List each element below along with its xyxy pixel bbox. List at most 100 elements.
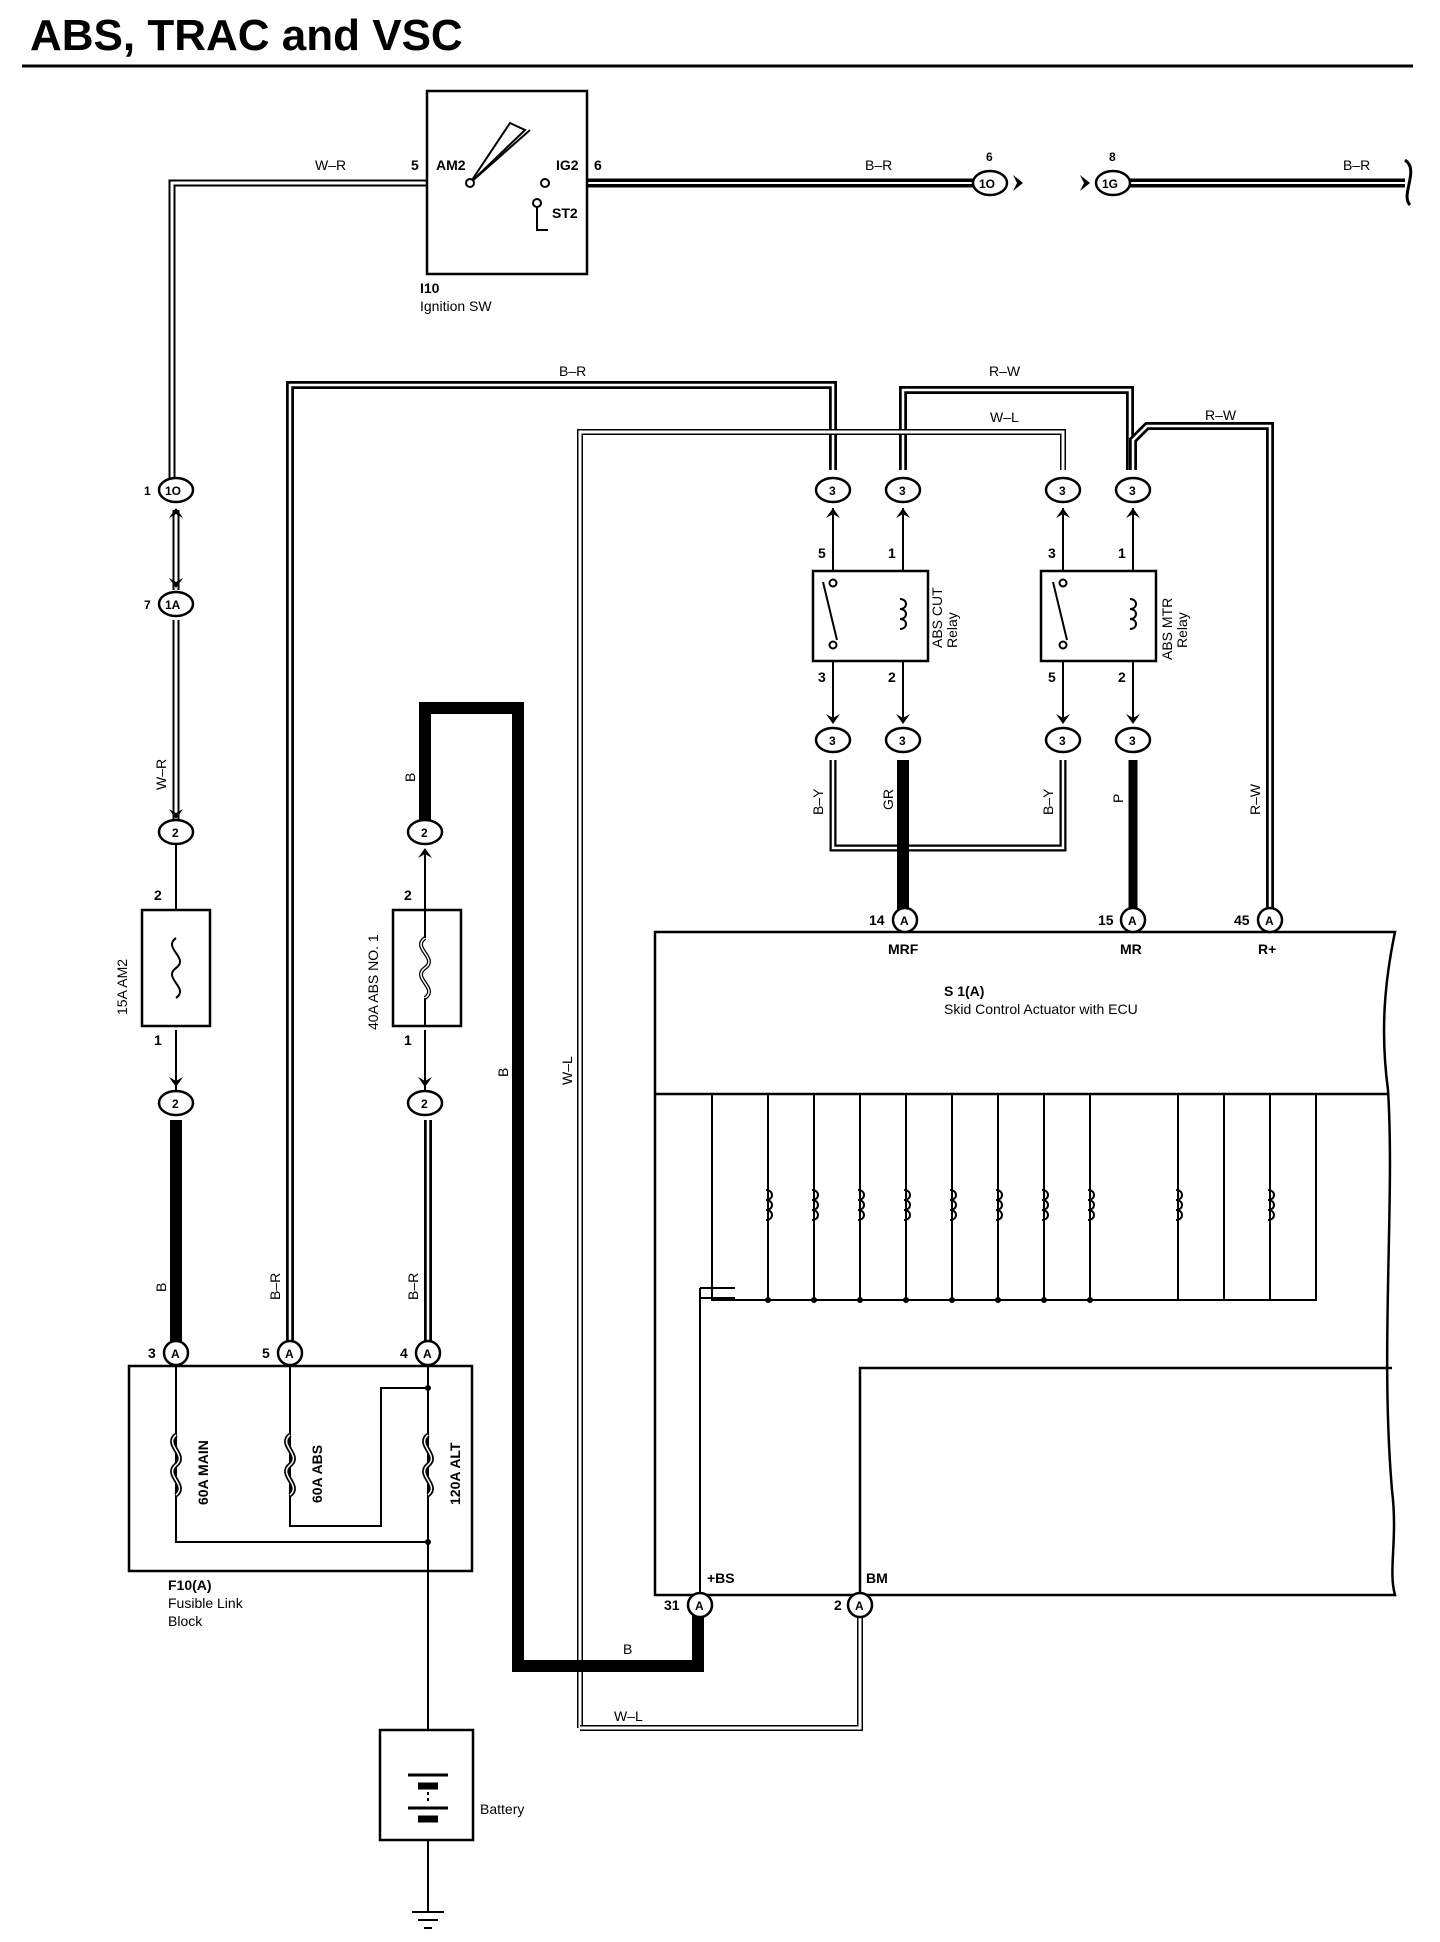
wire-label-br-top: B–R <box>865 157 892 173</box>
solenoid-bank <box>699 1094 1317 1595</box>
svg-text:2: 2 <box>172 826 179 840</box>
ignition-name: Ignition SW <box>420 298 492 314</box>
actuator-name: Skid Control Actuator with ECU <box>944 1001 1138 1017</box>
svg-text:3: 3 <box>1048 545 1056 561</box>
svg-text:2: 2 <box>834 1597 842 1613</box>
svg-text:2: 2 <box>1118 669 1126 685</box>
connector-1O-left: 1O 1 <box>144 476 195 518</box>
abs-cut-relay-name: ABS CUT <box>929 587 945 648</box>
svg-text:3: 3 <box>899 734 906 748</box>
ignition-pin-ig2: IG2 <box>556 157 579 173</box>
svg-text:A: A <box>285 1347 294 1361</box>
wire-label-b-bottom-left: B <box>153 1283 169 1292</box>
svg-text:1: 1 <box>144 484 151 498</box>
svg-text:1O: 1O <box>165 484 181 498</box>
svg-text:7: 7 <box>144 598 151 612</box>
svg-text:1: 1 <box>154 1032 162 1048</box>
wire-label-br-bottom-2: B–R <box>405 1273 421 1300</box>
svg-text:A: A <box>695 1599 704 1613</box>
abs-mtr-relay: 3 1 5 2 ABS MTR Relay <box>1039 545 1190 685</box>
svg-text:4: 4 <box>400 1345 408 1361</box>
svg-text:1: 1 <box>1118 545 1126 561</box>
svg-text:1G: 1G <box>1102 177 1118 191</box>
svg-text:15: 15 <box>1098 912 1114 928</box>
svg-text:2: 2 <box>172 1097 179 1111</box>
wire-label-wr-left: W–R <box>153 759 169 790</box>
wire-label-by-1: B–Y <box>810 788 826 815</box>
abs-cut-relay-sub: Relay <box>944 612 960 648</box>
wire-label-br-bottom-1: B–R <box>267 1273 283 1300</box>
svg-text:A: A <box>900 914 909 928</box>
svg-text:45: 45 <box>1234 912 1250 928</box>
svg-text:1: 1 <box>404 1032 412 1048</box>
svg-text:1A: 1A <box>165 598 181 612</box>
fuse-120a-alt: 120A ALT <box>447 1442 463 1505</box>
wire-label-rw-vert: R–W <box>1247 783 1263 815</box>
wire-label-wl-bottom: W–L <box>614 1708 643 1724</box>
fuse-60a-abs: 60A ABS <box>309 1445 325 1503</box>
fuse-am2: 2 2 1 15A AM2 2 <box>114 809 212 1117</box>
page-title: ABS, TRAC and VSC <box>30 11 463 60</box>
svg-text:2: 2 <box>421 1097 428 1111</box>
wire-label-wl-long: W–L <box>559 1056 575 1085</box>
wire-label-b-mid: B <box>402 773 418 782</box>
svg-text:1O: 1O <box>979 177 995 191</box>
svg-text:2: 2 <box>888 669 896 685</box>
svg-text:A: A <box>1265 914 1274 928</box>
svg-text:3: 3 <box>1129 734 1136 748</box>
abs-mtr-relay-name: ABS MTR <box>1159 598 1175 660</box>
wiring <box>168 158 1413 1912</box>
svg-text:3: 3 <box>1129 484 1136 498</box>
svg-text:A: A <box>171 1347 180 1361</box>
ignition-pin-st2: ST2 <box>552 205 578 221</box>
svg-text:2: 2 <box>154 887 162 903</box>
svg-text:8: 8 <box>1109 150 1116 164</box>
ignition-pin-am2-num: 5 <box>411 157 419 173</box>
wire-label-rw-upper: R–W <box>989 363 1021 379</box>
fusible-link-block: A A A 3 5 4 60A MAIN 60A ABS 120A ALT F1… <box>127 1339 474 1629</box>
svg-text:A: A <box>423 1347 432 1361</box>
fuse-am2-label: 15A AM2 <box>114 959 130 1015</box>
abs-cut-relay: 5 1 3 2 ABS CUT Relay <box>811 545 960 685</box>
battery: Battery <box>378 1728 524 1929</box>
fuse-abs-no1: 2 2 1 40A ABS NO. 1 2 <box>365 818 463 1117</box>
fusible-link-name-1: Fusible Link <box>168 1595 244 1611</box>
connector-1O-top: 1O 6 <box>971 150 1023 197</box>
fusible-link-name-2: Block <box>168 1613 203 1629</box>
connector-1A-left: 1A 7 <box>144 578 195 618</box>
wire-label-br-far: B–R <box>1343 157 1370 173</box>
abs-mtr-relay-sub: Relay <box>1174 612 1190 648</box>
wire-label-b-long: B <box>495 1068 511 1077</box>
svg-text:2: 2 <box>404 887 412 903</box>
actuator-pin-bm: BM <box>866 1570 888 1586</box>
svg-text:A: A <box>855 1599 864 1613</box>
fusible-link-id: F10(A) <box>168 1577 212 1593</box>
battery-name: Battery <box>480 1801 524 1817</box>
wire-label-gr: GR <box>880 789 896 810</box>
connector-1G-top: 1G 8 <box>1080 150 1132 197</box>
actuator-pin-mrf: MRF <box>888 941 919 957</box>
svg-text:3: 3 <box>1059 484 1066 498</box>
svg-text:3: 3 <box>899 484 906 498</box>
ignition-pin-ig2-num: 6 <box>594 157 602 173</box>
svg-text:3: 3 <box>829 484 836 498</box>
svg-text:6: 6 <box>986 150 993 164</box>
relay-bottom-connectors: 3 3 3 3 <box>814 714 1152 754</box>
actuator-pin-bs: +BS <box>707 1570 735 1586</box>
svg-text:14: 14 <box>869 912 885 928</box>
svg-text:5: 5 <box>1048 669 1056 685</box>
wire-label-br-upper: B–R <box>559 363 586 379</box>
wire-label-wr-top: W–R <box>315 157 346 173</box>
fuse-60a-main: 60A MAIN <box>195 1440 211 1505</box>
wire-label-wl-upper: W–L <box>990 409 1019 425</box>
svg-text:3: 3 <box>148 1345 156 1361</box>
svg-text:3: 3 <box>829 734 836 748</box>
wire-label-rw-right: R–W <box>1205 407 1237 423</box>
svg-text:A: A <box>1128 914 1137 928</box>
svg-text:3: 3 <box>818 669 826 685</box>
actuator-pin-mr: MR <box>1120 941 1142 957</box>
fuse-abs1-label: 40A ABS NO. 1 <box>365 934 381 1030</box>
svg-text:1: 1 <box>888 545 896 561</box>
wire-label-b-bottom: B <box>623 1641 632 1657</box>
svg-text:5: 5 <box>818 545 826 561</box>
